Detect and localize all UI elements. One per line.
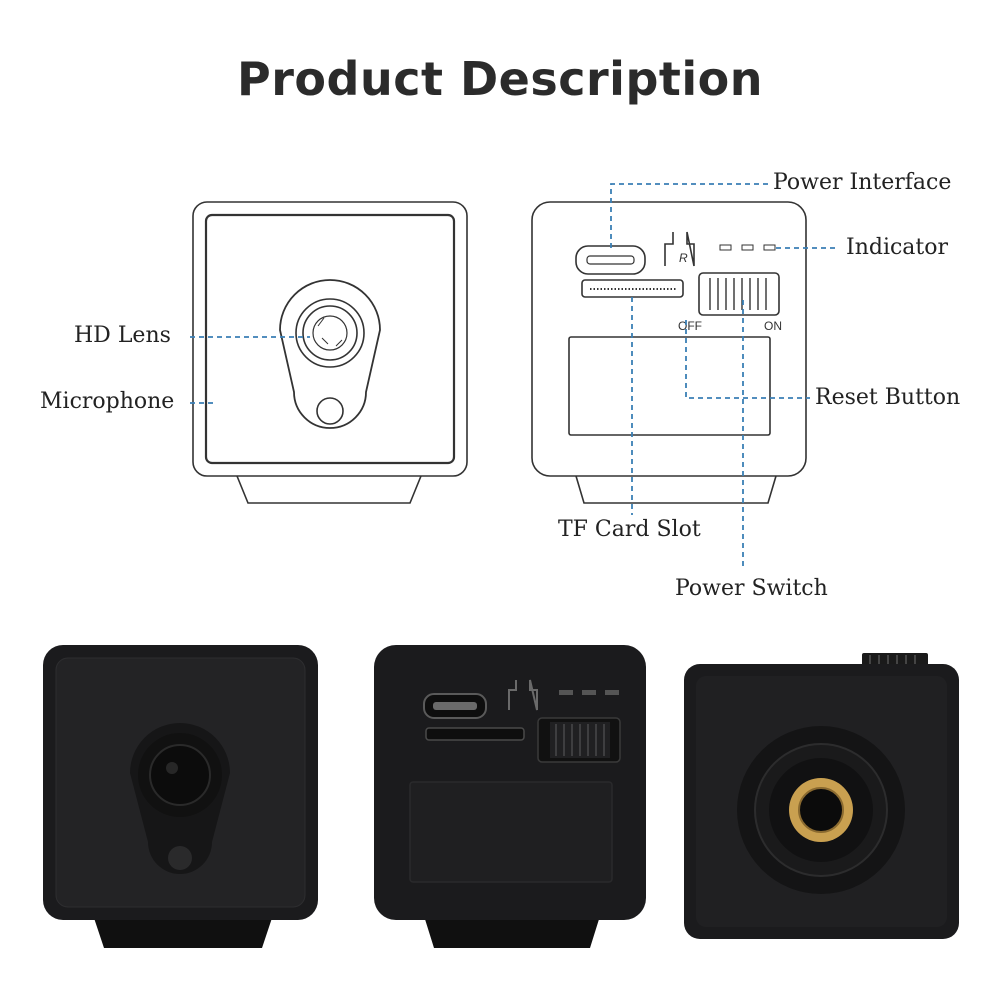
power-switch-outline xyxy=(698,272,780,316)
lens-housing xyxy=(279,279,381,429)
reset-mark: R xyxy=(679,251,688,265)
label-reset-button: Reset Button xyxy=(815,385,961,410)
reset-button-outline xyxy=(664,231,695,267)
back-photo-led-2 xyxy=(582,690,596,695)
microphone-hole xyxy=(316,397,344,425)
back-photo-led-1 xyxy=(559,690,573,695)
indicator-led-3 xyxy=(763,244,776,251)
leader-reset-button xyxy=(685,320,810,399)
label-microphone: Microphone xyxy=(40,389,175,414)
front-photo-base xyxy=(92,912,274,948)
back-photo-reset xyxy=(508,679,538,711)
page-title: Product Description xyxy=(237,52,763,106)
lens-ring-outer xyxy=(295,298,365,368)
label-power-switch: Power Switch xyxy=(675,576,828,601)
front-photo-microphone xyxy=(168,846,192,870)
front-outer-frame xyxy=(192,201,468,477)
switch-off-mark: OFF xyxy=(678,319,702,333)
switch-on-mark: ON xyxy=(764,319,782,333)
back-photo-led-3 xyxy=(605,690,619,695)
indicator-led-1 xyxy=(719,244,732,251)
indicator-led-2 xyxy=(741,244,754,251)
back-photo-label-area xyxy=(409,781,613,883)
leader-lines xyxy=(190,183,836,570)
power-interface-port xyxy=(575,245,646,275)
bottom-photo xyxy=(684,653,959,939)
front-view-drawing xyxy=(192,201,468,504)
lens-glass xyxy=(312,315,348,351)
back-photo-tf-slot xyxy=(425,727,525,741)
back-base xyxy=(575,475,777,504)
back-outer-frame xyxy=(531,201,807,477)
label-tf-card-slot: TF Card Slot xyxy=(558,517,701,542)
power-switch-ridges xyxy=(709,278,767,310)
label-power-interface: Power Interface xyxy=(773,170,952,195)
front-photo xyxy=(43,645,318,948)
back-photo-base xyxy=(424,916,600,948)
label-hd-lens: HD Lens xyxy=(74,323,171,348)
lens-detail xyxy=(317,317,343,347)
lens-ring-inner xyxy=(302,305,358,361)
leader-power-interface xyxy=(610,183,770,248)
front-photo-lens xyxy=(149,744,211,806)
back-view-drawing xyxy=(531,201,807,504)
front-base xyxy=(236,475,422,504)
front-inner-frame xyxy=(204,213,456,465)
label-indicator: Indicator xyxy=(846,235,949,260)
back-photo xyxy=(374,645,646,948)
back-label-area xyxy=(568,336,771,436)
